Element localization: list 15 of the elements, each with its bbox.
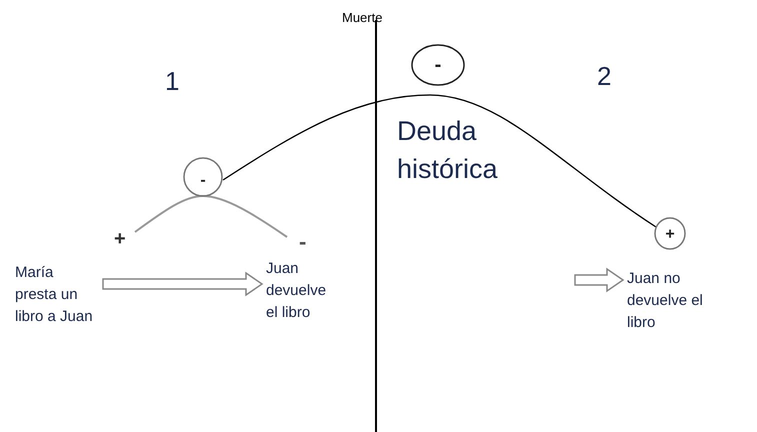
sign-label: + [665,225,675,245]
sign-label: - [200,171,206,191]
event-text: María presta un libro a Juan [15,263,94,327]
axis-label: Muerte [342,9,382,27]
sign-label: + [114,227,126,252]
sign-label: - [299,228,306,256]
event-text: Juan devuelve el libro [266,259,328,323]
period-number: 1 [165,65,180,98]
hollow-arrow [574,268,624,292]
hollow-arrow [102,272,264,296]
curve-label: Deuda histórica [397,115,499,186]
event-text: Juan no devuelve el libro [627,269,704,333]
sign-label: - [434,53,442,78]
period-number: 2 [597,60,612,93]
curve-connector [222,94,656,228]
